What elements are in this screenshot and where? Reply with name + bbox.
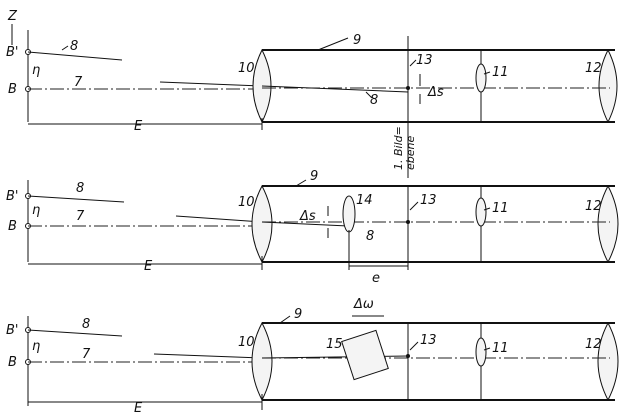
- panel-bottom: B' B η 8 7 Δω 9 10 15 13 11 12 E: [6, 297, 619, 416]
- ray-8-outer: [27, 51, 123, 61]
- image-point-13: [406, 220, 410, 224]
- label-b: B: [8, 219, 17, 234]
- prism-15: [341, 329, 389, 381]
- ray-8-in-tube: [261, 85, 409, 93]
- label-ray-8: 8: [76, 181, 84, 196]
- relay-lens-11: [475, 197, 487, 227]
- label-ray-7: 7: [82, 347, 91, 362]
- exit-window-12: [598, 48, 618, 124]
- label-eta: η: [32, 63, 40, 78]
- label-13: 13: [416, 53, 433, 68]
- label-relay-11: 11: [492, 201, 509, 216]
- exit-window-12: [597, 184, 619, 264]
- ray-8-outer: [27, 329, 123, 337]
- label-13: 13: [420, 333, 437, 348]
- label-eta: η: [32, 203, 40, 218]
- ray-8-in-tube: [261, 221, 349, 227]
- label-exit-12: 12: [585, 199, 602, 214]
- label-ray-8-in-tube: 8: [370, 93, 378, 108]
- label-delta-s: Δs: [427, 85, 444, 100]
- image-point-13: [406, 354, 410, 358]
- relay-lens-11: [475, 63, 487, 93]
- label-b: B: [8, 82, 17, 97]
- label-ray-8: 8: [82, 317, 90, 332]
- label-b-prime: B': [6, 189, 19, 204]
- label-tube-9: 9: [353, 33, 361, 48]
- label-entry-10: 10: [238, 195, 255, 210]
- label-relay-11: 11: [492, 65, 509, 80]
- image-plane-label-line1: 1. Bild=: [392, 126, 405, 170]
- exit-window-12: [597, 321, 619, 402]
- ray-8-outer: [27, 195, 125, 203]
- relay-lens-11: [475, 337, 487, 367]
- z-axis-label: Z: [7, 9, 18, 24]
- ray-in: [159, 81, 263, 87]
- label-distance-e: E: [134, 401, 143, 416]
- label-b-prime: B': [6, 45, 19, 60]
- label-delta-s: Δs: [299, 209, 316, 224]
- ray-in: [175, 215, 263, 223]
- label-distance-e: E: [144, 259, 153, 274]
- compensator-lens-14: [342, 195, 356, 233]
- label-delta-omega: Δω: [353, 297, 374, 312]
- label-b-prime: B': [6, 323, 19, 338]
- entry-window-10: [251, 321, 273, 402]
- panel-middle: B' B η 8 7 9 10 14 13 11 12 8 Δs e: [6, 169, 619, 286]
- label-tube-9: 9: [310, 169, 318, 184]
- label-entry-10: 10: [238, 335, 255, 350]
- label-13: 13: [420, 193, 437, 208]
- label-relay-11: 11: [492, 341, 509, 356]
- label-exit-12: 12: [585, 61, 602, 76]
- label-offset-e: e: [372, 271, 380, 286]
- label-14: 14: [356, 193, 373, 208]
- label-b: B: [8, 355, 17, 370]
- ray-in: [153, 353, 263, 359]
- entry-window-10: [251, 184, 273, 264]
- label-ray-8-in-tube: 8: [366, 229, 374, 244]
- label-ray-8: 8: [70, 39, 78, 54]
- label-ray-7: 7: [74, 75, 83, 90]
- panel-top: Z B' B η 8 7 9 10 13 11 12 8: [6, 9, 618, 178]
- label-eta: η: [32, 339, 40, 354]
- image-plane-label-line2: ebene: [404, 136, 417, 170]
- label-tube-9: 9: [294, 307, 302, 322]
- label-entry-10: 10: [238, 61, 255, 76]
- label-distance-e: E: [134, 119, 143, 134]
- label-exit-12: 12: [585, 337, 602, 352]
- image-point-13: [406, 86, 410, 90]
- label-prism-15: 15: [326, 337, 343, 352]
- label-ray-7: 7: [76, 209, 85, 224]
